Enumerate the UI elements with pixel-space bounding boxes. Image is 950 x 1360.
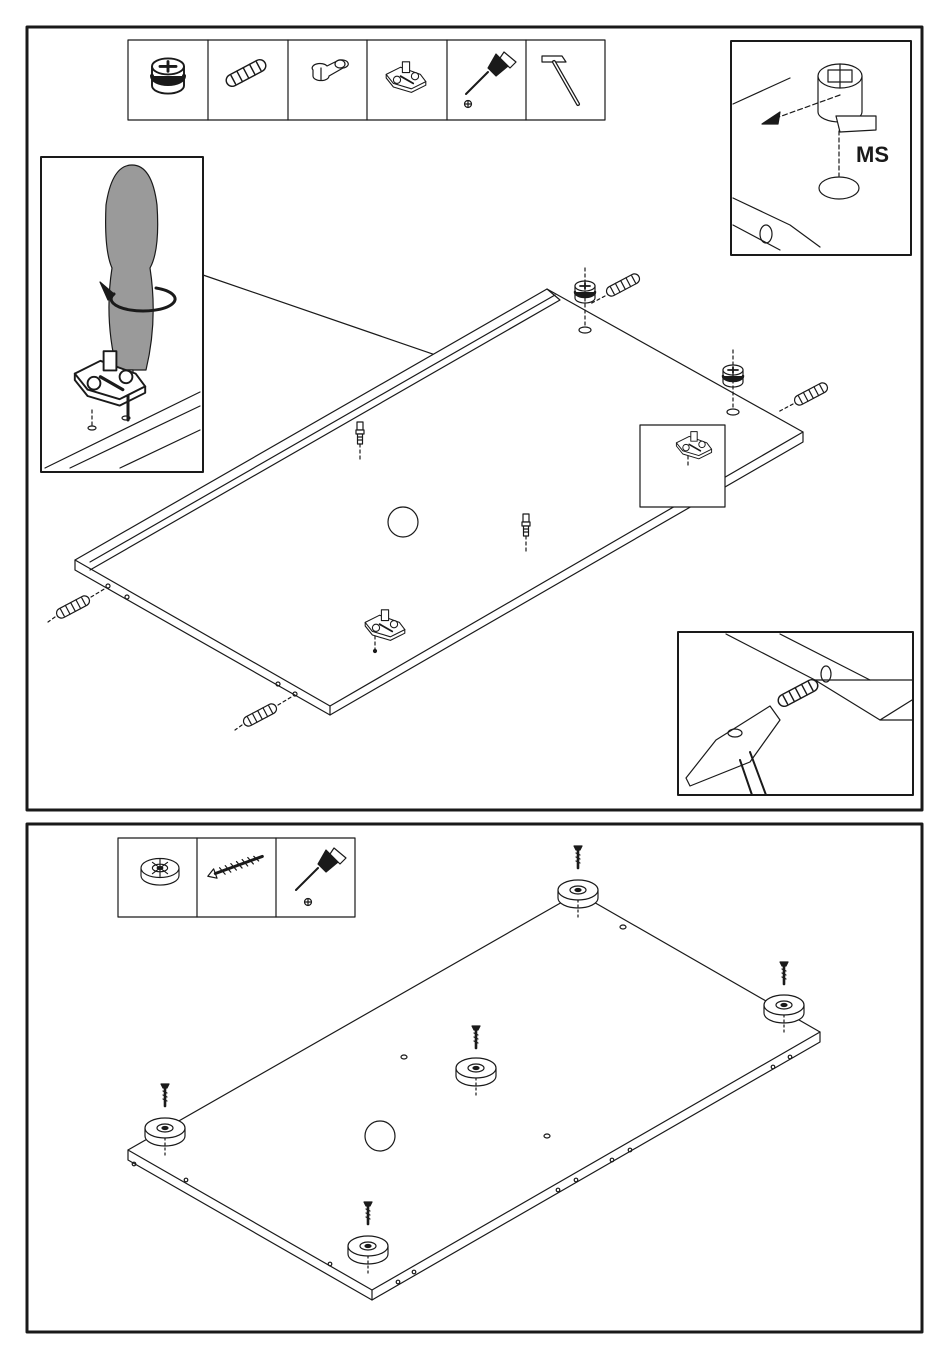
connector-bolt-icon bbox=[522, 514, 530, 536]
cam-lock-label: MS bbox=[856, 142, 889, 167]
step-2-panel bbox=[27, 824, 922, 1332]
furniture-glide-foot-icon bbox=[348, 1236, 388, 1264]
hinge-screwing-inset bbox=[41, 157, 203, 472]
dowel-hammer-callout bbox=[678, 632, 913, 795]
wooden-dowel-icon bbox=[55, 594, 91, 620]
step-1-panel: MS bbox=[27, 27, 922, 810]
step-2-board bbox=[128, 893, 820, 1300]
furniture-glide-foot-icon bbox=[456, 1058, 496, 1086]
step-2-parts-strip bbox=[118, 838, 355, 917]
hinge-highlight-box bbox=[640, 425, 725, 507]
furniture-glide-foot-icon bbox=[558, 880, 598, 908]
furniture-glide-foot-icon bbox=[764, 995, 804, 1023]
wood-screw-icon bbox=[161, 1084, 169, 1106]
wooden-dowel-icon bbox=[242, 702, 278, 728]
step-1-parts-strip bbox=[128, 40, 605, 120]
wooden-dowel-icon bbox=[793, 381, 829, 407]
furniture-glide-foot-icon bbox=[141, 859, 179, 886]
furniture-glide-foot-icon bbox=[145, 1118, 185, 1146]
connector-bolt-icon bbox=[356, 422, 364, 444]
screwdriver-handle-icon bbox=[106, 165, 158, 370]
wooden-dowel-icon bbox=[605, 272, 641, 298]
cam-lock-icon bbox=[152, 58, 184, 93]
wood-screw-icon bbox=[780, 962, 788, 984]
cam-lock-callout: MS bbox=[731, 41, 911, 255]
wood-screw-icon bbox=[574, 846, 582, 868]
